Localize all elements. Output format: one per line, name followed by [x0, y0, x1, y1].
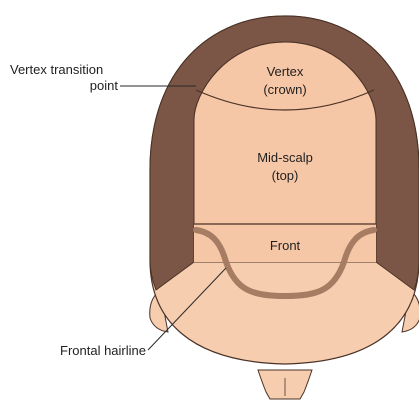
front-label: Front	[270, 238, 301, 253]
vertex-label-line1: Vertex	[267, 64, 304, 79]
vertex-transition-label-line1: Vertex transition	[10, 62, 103, 77]
mid-scalp-label-line1: Mid-scalp	[257, 150, 313, 165]
vertex-transition-label-line2: point	[90, 78, 119, 93]
frontal-hairline-label: Frontal hairline	[60, 343, 146, 358]
mid-scalp-label-line2: (top)	[272, 168, 299, 183]
vertex-label-line2: (crown)	[263, 82, 306, 97]
